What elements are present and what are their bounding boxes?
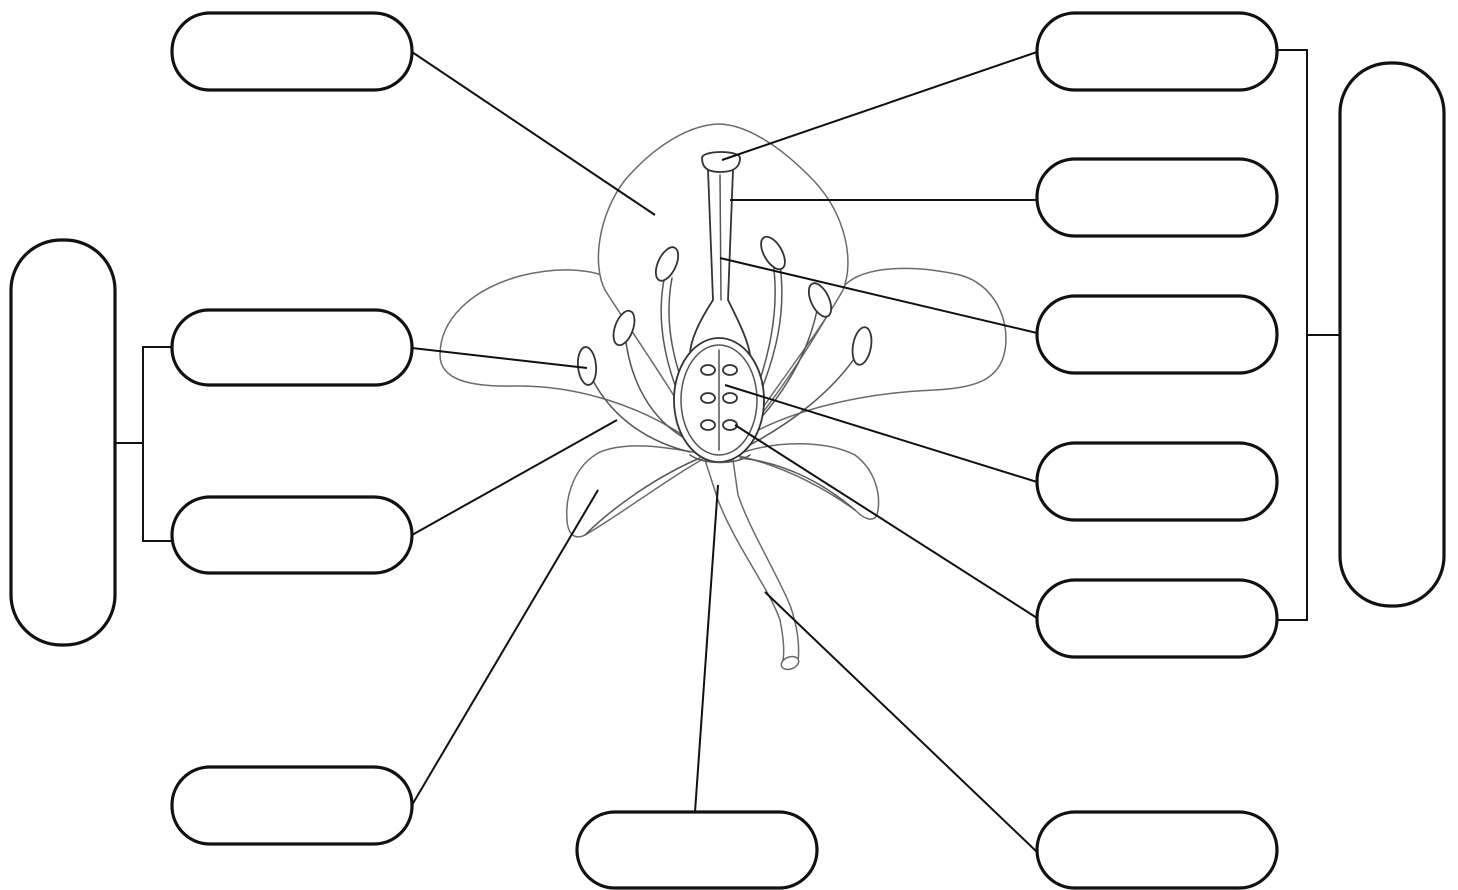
bracket-stamen [143,347,173,541]
label-box-stem[interactable] [1037,812,1277,888]
label-box-receptacle[interactable] [1037,580,1277,657]
right-sepal [735,444,879,519]
label-box-petal[interactable] [172,13,412,90]
label-box-ovary[interactable] [1037,296,1277,373]
bracket-pistil [1277,50,1307,620]
label-box-filament[interactable] [172,497,412,573]
label-box-ovule[interactable] [1037,443,1277,520]
label-box-flower-stalk[interactable] [577,812,817,888]
label-box-stigma[interactable] [1037,13,1277,90]
leader-stigma [722,52,1037,160]
label-box-sepal[interactable] [172,767,412,844]
leader-flower-stalk [695,485,718,812]
leader-stem [765,592,1037,852]
leader-sepal [412,490,598,805]
flower-stalk [705,460,799,665]
label-box-stamen-group[interactable] [11,240,115,645]
leader-petal [412,52,655,215]
flower-illustration [440,124,1006,672]
label-box-anther[interactable] [172,310,412,385]
label-box-pistil-group[interactable] [1340,63,1444,606]
leader-ovule [725,385,1037,482]
label-box-style[interactable] [1037,159,1277,236]
